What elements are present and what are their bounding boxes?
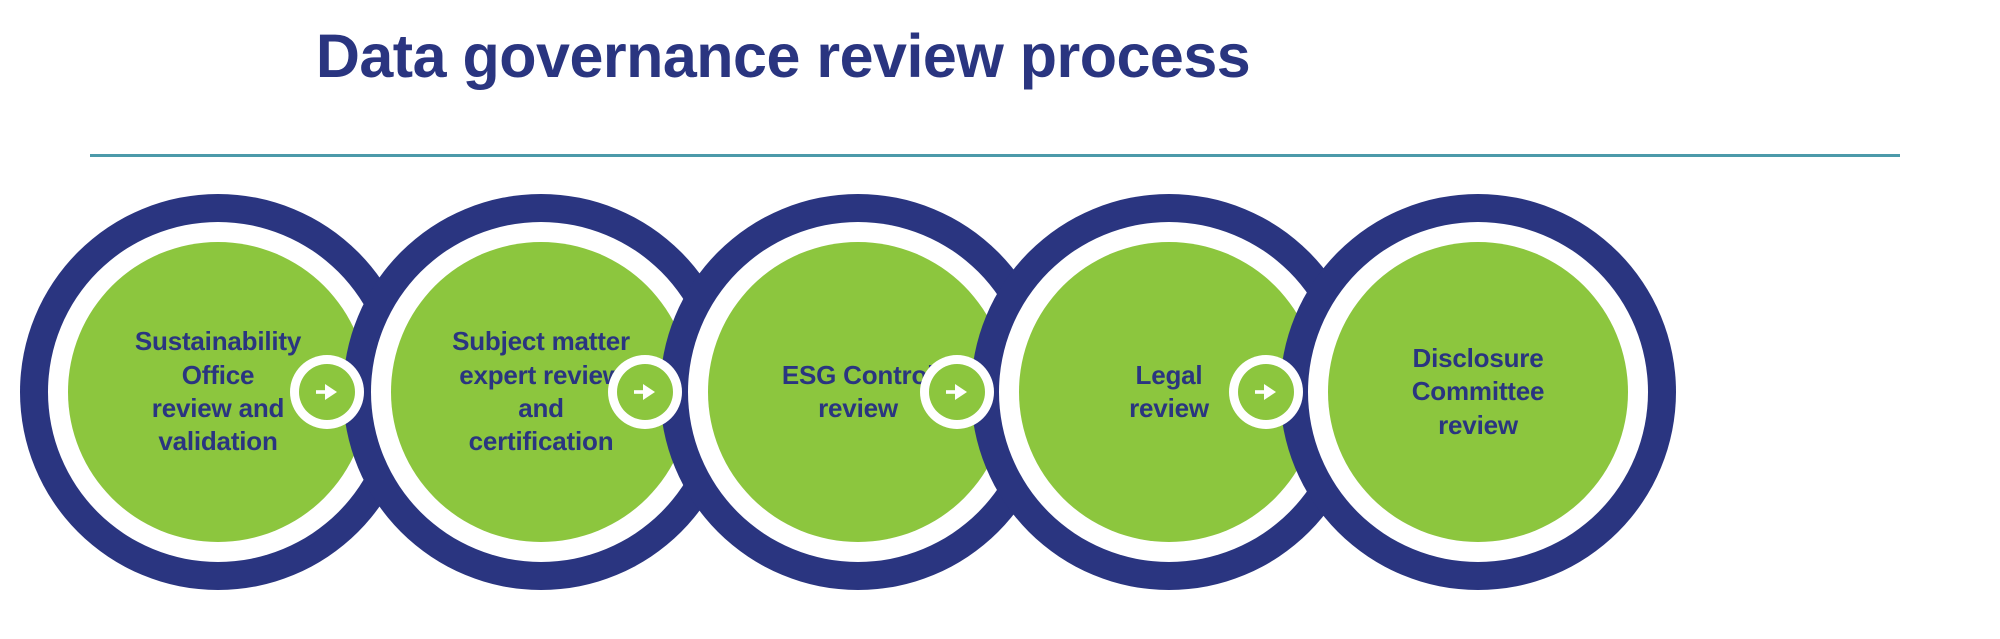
arrow-right-icon: [946, 384, 967, 400]
arrow-right-icon: [316, 384, 337, 400]
process-step-3-label: ESG Control review: [781, 359, 935, 423]
connector-4-disc: [1238, 364, 1294, 420]
connector-2-disc: [617, 364, 673, 420]
page-title: Data governance review process: [315, 22, 1251, 90]
process-connector-1: [290, 355, 364, 429]
step-5-core: Disclosure Committee review: [1328, 242, 1628, 542]
process-connector-3: [920, 355, 994, 429]
arrow-right-icon: [634, 384, 655, 400]
step-5-ring-gap: Disclosure Committee review: [1308, 222, 1648, 562]
process-step-4-label: Legal review: [1129, 359, 1209, 423]
process-step-1-label: Sustainability Office review and validat…: [134, 326, 302, 457]
process-connector-4: [1229, 355, 1303, 429]
process-step-1[interactable]: Sustainability Office review and validat…: [20, 194, 416, 590]
title-divider: [90, 154, 1900, 157]
arrow-right-icon: [1255, 384, 1276, 400]
process-step-5-label: Disclosure Committee review: [1411, 343, 1545, 440]
process-step-2-label: Subject matter expert review and certifi…: [452, 326, 630, 457]
connector-1-disc: [299, 364, 355, 420]
connector-3-disc: [929, 364, 985, 420]
process-step-5[interactable]: Disclosure Committee review: [1280, 194, 1676, 590]
process-connector-2: [608, 355, 682, 429]
